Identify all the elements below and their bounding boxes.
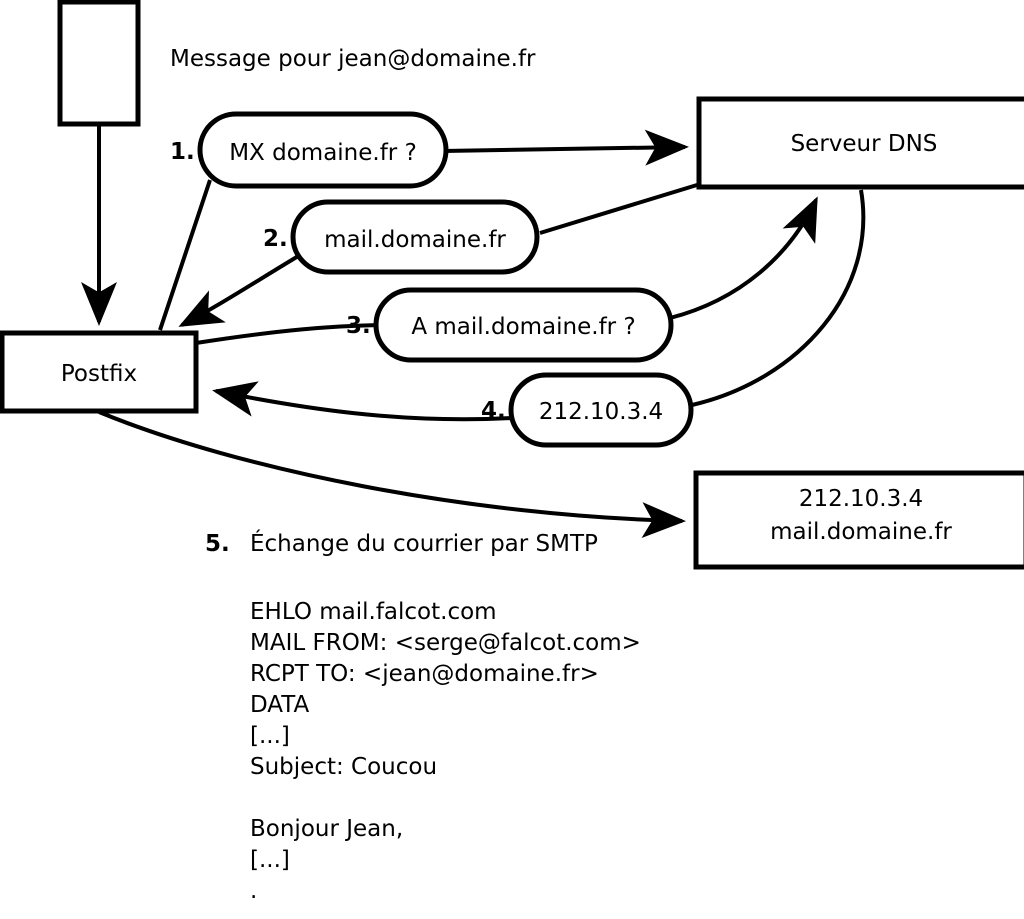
- edge-postfix-to-mx-query: [158, 179, 212, 331]
- edge-postfix-to-target-server: [98, 410, 686, 539]
- step-2-number: 2.: [263, 226, 288, 252]
- smtp-transcript: EHLO mail.falcot.com MAIL FROM: <serge@f…: [250, 599, 641, 904]
- edge-postfix-to-a-query: [195, 323, 381, 345]
- step-3-number: 3.: [346, 313, 371, 339]
- edge-ip-answer-to-postfix: [212, 381, 513, 422]
- edge-dns-to-ip-answer: [691, 189, 866, 407]
- bubble-step-2[interactable]: [290, 199, 540, 275]
- edge-mx-query-to-dns: [442, 129, 689, 166]
- node-target-server-label-line2: mail.domaine.fr: [770, 519, 952, 545]
- step-1-number: 1.: [170, 139, 195, 165]
- page-title: Message pour jean@domaine.fr: [170, 46, 536, 72]
- edge-dns-to-mail-answer: [539, 183, 698, 235]
- step-1-label: MX domaine.fr ?: [229, 140, 417, 166]
- node-target-server[interactable]: [693, 470, 1024, 570]
- edge-a-query-to-dns: [669, 196, 818, 320]
- node-postfix[interactable]: [0, 330, 199, 414]
- node-mail-client[interactable]: [57, 0, 141, 127]
- step-4-number: 4.: [481, 398, 506, 424]
- edge-mail-answer-to-postfix: [178, 253, 302, 327]
- node-target-server-label-line1: 212.10.3.4: [798, 486, 924, 512]
- node-postfix-label: Postfix: [60, 361, 138, 387]
- step-4-label: 212.10.3.4: [538, 399, 664, 425]
- bubble-step-3[interactable]: [373, 287, 674, 363]
- step-2-label: mail.domaine.fr: [324, 227, 506, 253]
- step-3-label: A mail.domaine.fr ?: [411, 314, 636, 340]
- node-dns-server[interactable]: [696, 96, 1024, 190]
- step-5-number: 5.: [205, 531, 230, 557]
- bubble-step-4[interactable]: [508, 372, 694, 448]
- node-dns-server-label: Serveur DNS: [790, 131, 938, 157]
- bubble-step-1[interactable]: [197, 111, 449, 189]
- step-5-label: Échange du courrier par SMTP: [250, 531, 598, 557]
